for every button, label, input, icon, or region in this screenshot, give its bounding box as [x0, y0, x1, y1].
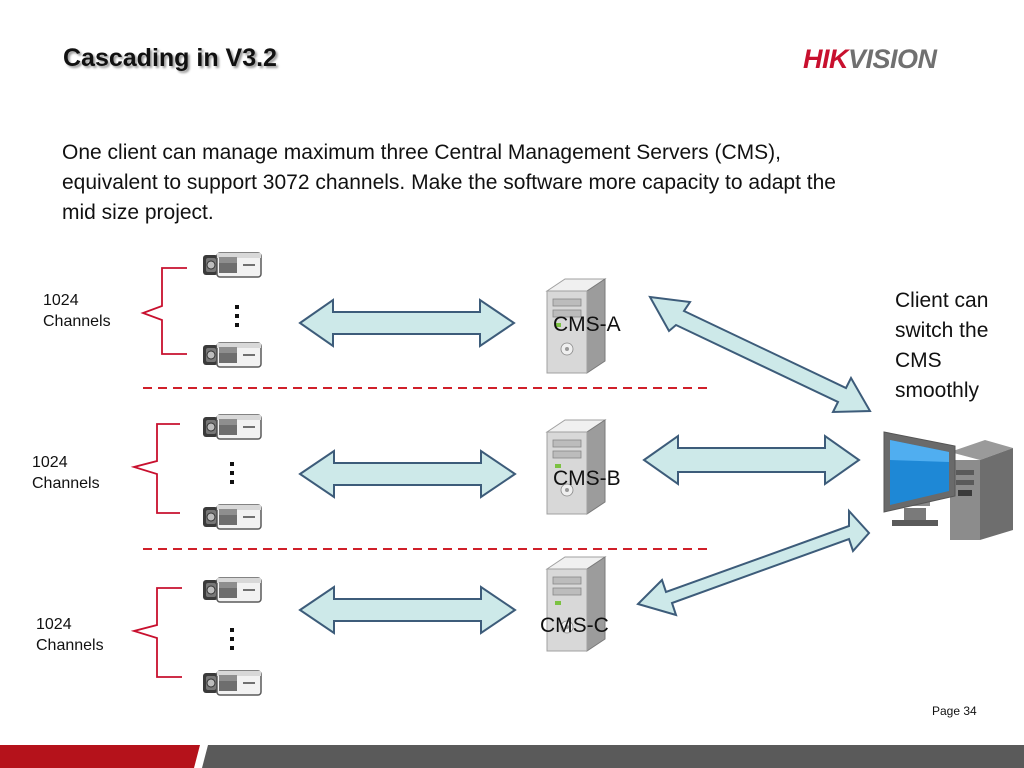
client-note: Client can switch the CMS smoothly	[895, 289, 989, 402]
arrow-cms-a-to-client	[648, 295, 872, 414]
camera-icon	[202, 670, 262, 696]
channels-count: 1024	[36, 616, 72, 633]
arrow-cams-to-cms-c	[298, 585, 517, 635]
logo-brand-left: HIK	[803, 44, 849, 74]
intro-paragraph: One client can manage maximum three Cent…	[62, 141, 836, 224]
ellipsis-icon	[230, 462, 234, 484]
camera-icon	[202, 342, 262, 368]
logo-brand-right: VISION	[848, 44, 937, 74]
camera-icon	[202, 414, 262, 440]
ellipsis-icon	[230, 628, 234, 650]
bracket-1	[140, 267, 187, 355]
camera-icon	[202, 504, 262, 530]
channels-word: Channels	[32, 475, 100, 492]
arrow-cms-c-to-client	[636, 508, 871, 617]
channels-word: Channels	[43, 313, 111, 330]
bracket-3	[130, 587, 182, 678]
channels-label-1: 1024 Channels	[43, 290, 111, 332]
arrow-cms-b-to-client	[642, 434, 861, 486]
channels-label-3: 1024 Channels	[36, 614, 104, 656]
arrow-cams-to-cms-a	[298, 298, 516, 348]
cms-c-label: CMS-C	[540, 614, 609, 637]
page-number: Page 34	[932, 704, 977, 718]
ellipsis-icon	[235, 305, 239, 327]
footer-bar	[0, 745, 1024, 768]
camera-icon	[202, 252, 262, 278]
hikvision-logo: HIKVISION	[803, 44, 937, 75]
bracket-2	[130, 423, 180, 514]
channels-count: 1024	[32, 454, 68, 471]
cms-a-label: CMS-A	[553, 313, 621, 336]
channels-label-2: 1024 Channels	[32, 452, 100, 494]
cms-b-label: CMS-B	[553, 467, 621, 490]
slide-title: Cascading in V3.2	[63, 44, 277, 72]
client-computer-icon	[883, 431, 1013, 540]
channels-word: Channels	[36, 637, 104, 654]
channels-count: 1024	[43, 292, 79, 309]
camera-icon	[202, 577, 262, 603]
arrow-cams-to-cms-b	[298, 449, 517, 499]
